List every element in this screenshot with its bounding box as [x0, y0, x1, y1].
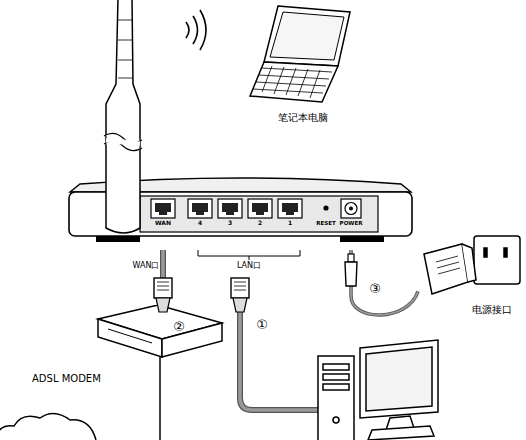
node-text: ADSL MODEM: [32, 373, 112, 384]
node-text: 2: [245, 220, 275, 227]
node-text: POWER: [333, 220, 369, 226]
node-text: 电源接口: [472, 304, 526, 315]
wireless-waves: [186, 10, 206, 50]
port-label: WAN口: [126, 262, 166, 271]
node-text: RESET: [308, 220, 344, 226]
node-text: 3: [215, 220, 245, 227]
modem-line: [159, 357, 161, 440]
node-text: 4: [185, 220, 215, 227]
node-text: 笔记本电脑: [248, 112, 358, 123]
callout-number: ①: [252, 318, 272, 332]
node-text: 1: [275, 220, 305, 227]
node-text: WAN: [148, 220, 178, 227]
lan-plug: [231, 278, 249, 312]
wan-cable: [163, 250, 164, 305]
port-label: LAN口: [229, 262, 269, 271]
lan-bracket: [198, 250, 300, 260]
power-cable: [351, 250, 418, 315]
laptop-shape: [248, 2, 358, 128]
callout-number: ③: [367, 282, 383, 296]
power-plug: [345, 254, 357, 286]
router-shape: [68, 170, 413, 250]
callout-number: ②: [171, 320, 187, 334]
laptop: 笔记本电脑: [248, 2, 358, 128]
internet-cloud: [0, 413, 96, 440]
power-adapter: 电源接口: [418, 232, 526, 322]
router: WAN 4321RESETPOWER: [68, 170, 413, 250]
adsl-modem: ADSL MODEM: [30, 305, 225, 395]
desktop-computer: [318, 340, 438, 440]
lan-cable: [240, 310, 322, 410]
